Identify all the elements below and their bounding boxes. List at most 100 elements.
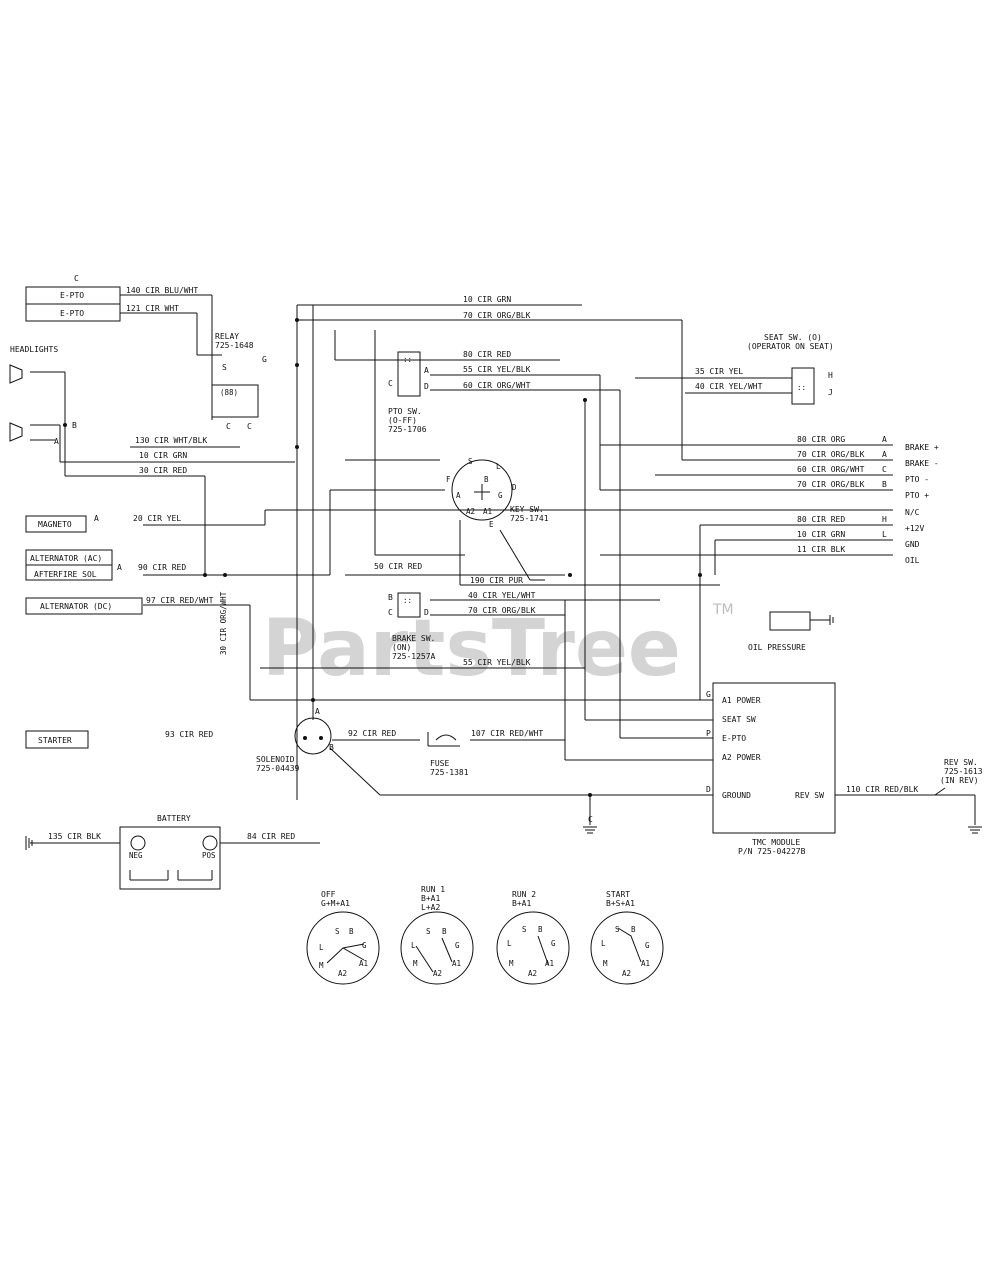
brake-pin-c: C — [388, 608, 393, 617]
solenoid: A B SOLENOID 725-04439 92 CIR RED — [256, 707, 396, 773]
harness-gnd: GND — [905, 540, 920, 549]
wires — [30, 294, 976, 844]
wire-r70b-label: 70 CIR ORG/BLK — [797, 480, 865, 489]
wire-30-label: 30 CIR RED — [139, 466, 187, 475]
wire-110-label: 110 CIR RED/BLK — [846, 785, 918, 794]
svg-text:::: :: — [403, 596, 412, 605]
module-rev-sw: REV SW — [795, 791, 824, 800]
battery-label: BATTERY — [157, 814, 191, 823]
module-a2-power: A2 POWER — [722, 753, 761, 762]
svg-text:B: B — [349, 927, 354, 936]
relay-pin-s: S — [222, 363, 227, 372]
oil-pressure-label: OIL PRESSURE — [748, 643, 806, 652]
solenoid-pin-b: B — [329, 743, 334, 752]
svg-text:L: L — [319, 943, 324, 952]
key-switch-label: KEY SW. — [510, 505, 544, 514]
ground-symbols: C — [25, 815, 982, 850]
headlights: HEADLIGHTS B A — [9, 345, 77, 446]
key-pin-d: D — [512, 483, 517, 492]
battery: BATTERY NEG POS 135 CIR BLK 84 CIR RED — [48, 814, 295, 890]
starter: STARTER 93 CIR RED — [25, 730, 213, 749]
wire-10b-label: 10 CIR GRN — [139, 451, 187, 460]
magneto-label: MAGNETO — [38, 520, 72, 529]
brake-switch-state: (ON) — [392, 643, 411, 652]
fuse-pn: 725-1381 — [430, 768, 469, 777]
key-pin-a2: A2 — [466, 507, 475, 516]
harness-pto-plus: PTO + — [905, 491, 929, 500]
harness-nc: N/C — [905, 508, 920, 517]
relay-label: RELAY — [215, 332, 239, 341]
module-name: TMC MODULE — [752, 838, 800, 847]
position-run2-title: RUN 2 — [512, 890, 536, 899]
module-a1-power: A1 POWER — [722, 696, 761, 705]
module-e-pto: E-PTO — [722, 734, 746, 743]
svg-text:L: L — [507, 939, 512, 948]
seat-switch: SEAT SW. (O) (OPERATOR ON SEAT) :: H J 3… — [695, 333, 834, 405]
pto-pin-a: A — [424, 366, 429, 375]
key-pin-f: F — [446, 475, 451, 484]
rev-switch: REV SW. 725-1613 (IN REV) 110 CIR RED/BL… — [846, 758, 983, 796]
left-wire-labels: 130 CIR WHT/BLK 10 CIR GRN 30 CIR RED 20… — [133, 436, 214, 605]
svg-text:B: B — [538, 925, 543, 934]
svg-text:L: L — [601, 939, 606, 948]
svg-text:G: G — [551, 939, 556, 948]
svg-text:A2: A2 — [528, 969, 537, 978]
magneto: MAGNETO A — [25, 514, 99, 533]
svg-text:A1: A1 — [359, 959, 368, 968]
oil-pressure: OIL PRESSURE — [748, 611, 834, 652]
module-pin-g: G — [706, 690, 711, 699]
ground-pin-c: C — [588, 815, 593, 824]
switch-position-run1: RUN 1 B+A1 L+A2 L S B G M A2 A1 — [400, 885, 474, 985]
module-pn: P/N 725-04227B — [738, 847, 806, 856]
watermark-logo: PartsTree — [262, 604, 681, 694]
relay-pn: 725-1648 — [215, 341, 254, 350]
wire-190-label: 190 CIR PUR — [470, 576, 523, 585]
svg-text:L: L — [411, 941, 416, 950]
fuse-label: FUSE — [430, 759, 449, 768]
wire-90-label: 90 CIR RED — [138, 563, 186, 572]
position-off-combo: G+M+A1 — [321, 899, 350, 908]
svg-text:B: B — [442, 927, 447, 936]
right-harness-labels: BRAKE + BRAKE - PTO - PTO + N/C +12V GND… — [905, 443, 939, 565]
pto-switch-label: PTO SW. — [388, 407, 422, 416]
wire-r80b-label: 80 CIR RED — [797, 515, 845, 524]
position-run1-title: RUN 1 — [421, 885, 445, 894]
harness-pto-minus: PTO - — [905, 475, 929, 484]
svg-text:A2: A2 — [622, 969, 631, 978]
wire-121-label: 121 CIR WHT — [126, 304, 179, 313]
key-switch: S L F B D A G A2 A1 E KEY SW. 725-1741 — [446, 457, 549, 529]
svg-text:A2: A2 — [433, 969, 442, 978]
brake-pin-b: B — [388, 593, 393, 602]
wire-r11-label: 11 CIR BLK — [797, 545, 845, 554]
harness-brake-plus: BRAKE + — [905, 443, 939, 452]
seat-switch-label: SEAT SW. (O) — [764, 333, 822, 342]
wire-55b-label: 55 CIR YEL/BLK — [463, 658, 531, 667]
svg-text:::: :: — [797, 383, 806, 392]
solenoid-pn: 725-04439 — [256, 764, 300, 773]
alternator-dc-label: ALTERNATOR (DC) — [40, 602, 112, 611]
right-harness-wires: 80 CIR ORG 70 CIR ORG/BLK 60 CIR ORG/WHT… — [797, 435, 887, 554]
wire-135-label: 135 CIR BLK — [48, 832, 101, 841]
pto-pin-c: C — [388, 379, 393, 388]
svg-text:M: M — [509, 959, 514, 968]
tmc-module: A1 POWER SEAT SW E-PTO A2 POWER GROUND R… — [706, 682, 836, 856]
seat-pin-j: J — [828, 388, 833, 397]
harness-brake-minus: BRAKE - — [905, 459, 939, 468]
key-pin-l: L — [496, 462, 501, 471]
position-run1-combo2: L+A2 — [421, 903, 440, 912]
rev-switch-state: (IN REV) — [940, 776, 979, 785]
afterfire-sol-label: AFTERFIRE SOL — [34, 570, 97, 579]
relay-coil-label: (88) — [220, 388, 238, 397]
svg-text:S: S — [615, 925, 620, 934]
svg-text:A1: A1 — [641, 959, 650, 968]
wire-84-label: 84 CIR RED — [247, 832, 295, 841]
wire-r10-label: 10 CIR GRN — [797, 530, 845, 539]
switch-position-off: OFF G+M+A1 L S B G M A2 A1 — [306, 890, 380, 985]
key-pin-e: E — [489, 520, 494, 529]
key-switch-pn: 725-1741 — [510, 514, 549, 523]
wire-140-label: 140 CIR BLU/WHT — [126, 286, 198, 295]
harness-pin-h: H — [882, 515, 887, 524]
epto-connector: C E-PTO E-PTO 140 CIR BLU/WHT 121 CIR WH… — [25, 274, 198, 322]
wire-93-label: 93 CIR RED — [165, 730, 213, 739]
